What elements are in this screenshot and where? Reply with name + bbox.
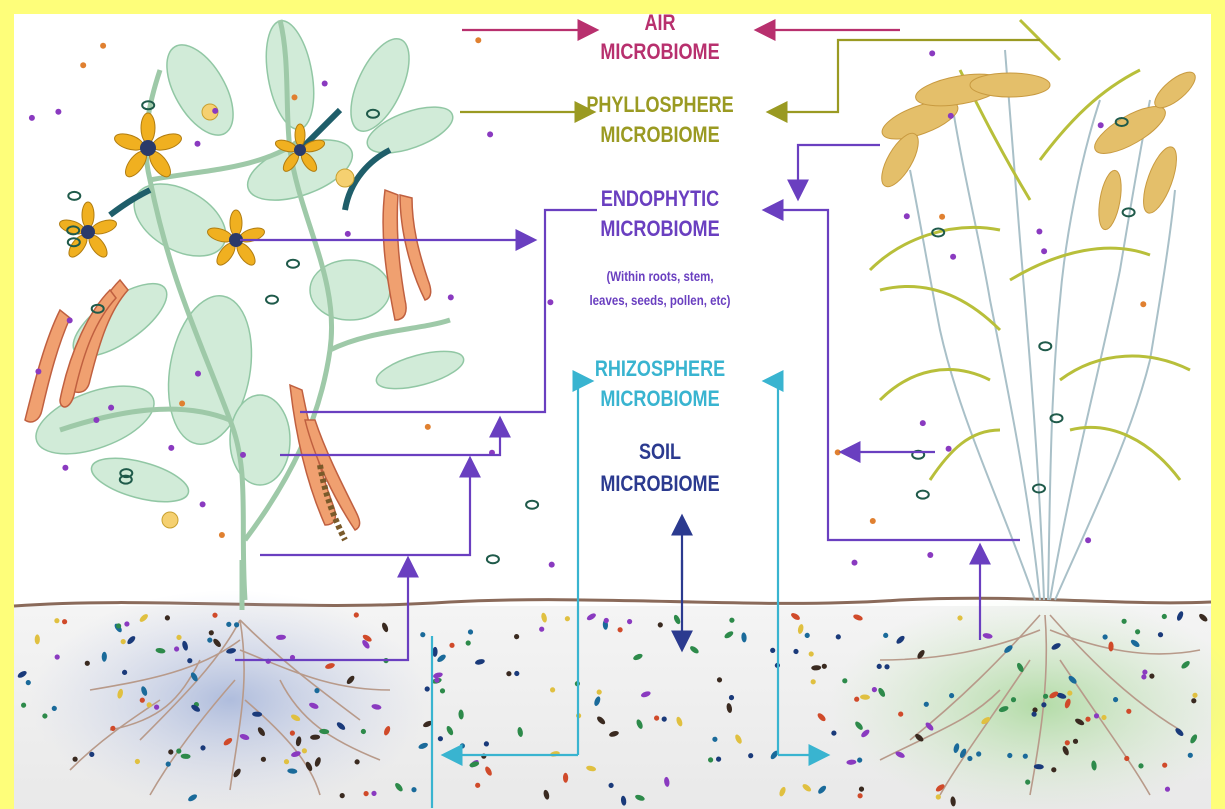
endophytic-note-line-2: leaves, seeds, pollen, etc) [578,288,742,312]
air-label-line-2: MICROBIOME [578,37,742,66]
phyllosphere-microbiome-label: PHYLLOSPHERE MICROBIOME [562,90,759,150]
endophytic-note: (Within roots, stem, leaves, seeds, poll… [578,264,742,312]
endophytic-label-line-1: ENDOPHYTIC [562,184,759,214]
arrow-endophytic-grain [798,145,880,197]
rice-grain-icons [875,66,1201,231]
arrow-endophytic-lower-stem [260,460,470,555]
endophytic-note-line-1: (Within roots, stem, [578,264,742,288]
phyllosphere-label-line-1: PHYLLOSPHERE [562,90,759,120]
soil-label-line-1: SOIL [562,436,759,468]
soil-microbiome-label: SOIL MICROBIOME [562,436,759,500]
phyllosphere-label-line-2: MICROBIOME [562,120,759,150]
rhizosphere-label-line-2: MICROBIOME [562,384,759,414]
rhizosphere-microbiome-label: RHIZOSPHERE MICROBIOME [562,354,759,414]
endophytic-label-line-2: MICROBIOME [562,214,759,244]
soil-label-line-2: MICROBIOME [562,468,759,500]
air-microbiome-label: AIR MICROBIOME [578,8,742,66]
arrow-rhizosphere-right [766,381,778,755]
endophytic-microbiome-label: ENDOPHYTIC MICROBIOME [562,184,759,244]
rhizosphere-label-line-1: RHIZOSPHERE [562,354,759,384]
air-label-line-1: AIR [578,8,742,37]
right-rhizosphere-zone [830,595,1225,809]
